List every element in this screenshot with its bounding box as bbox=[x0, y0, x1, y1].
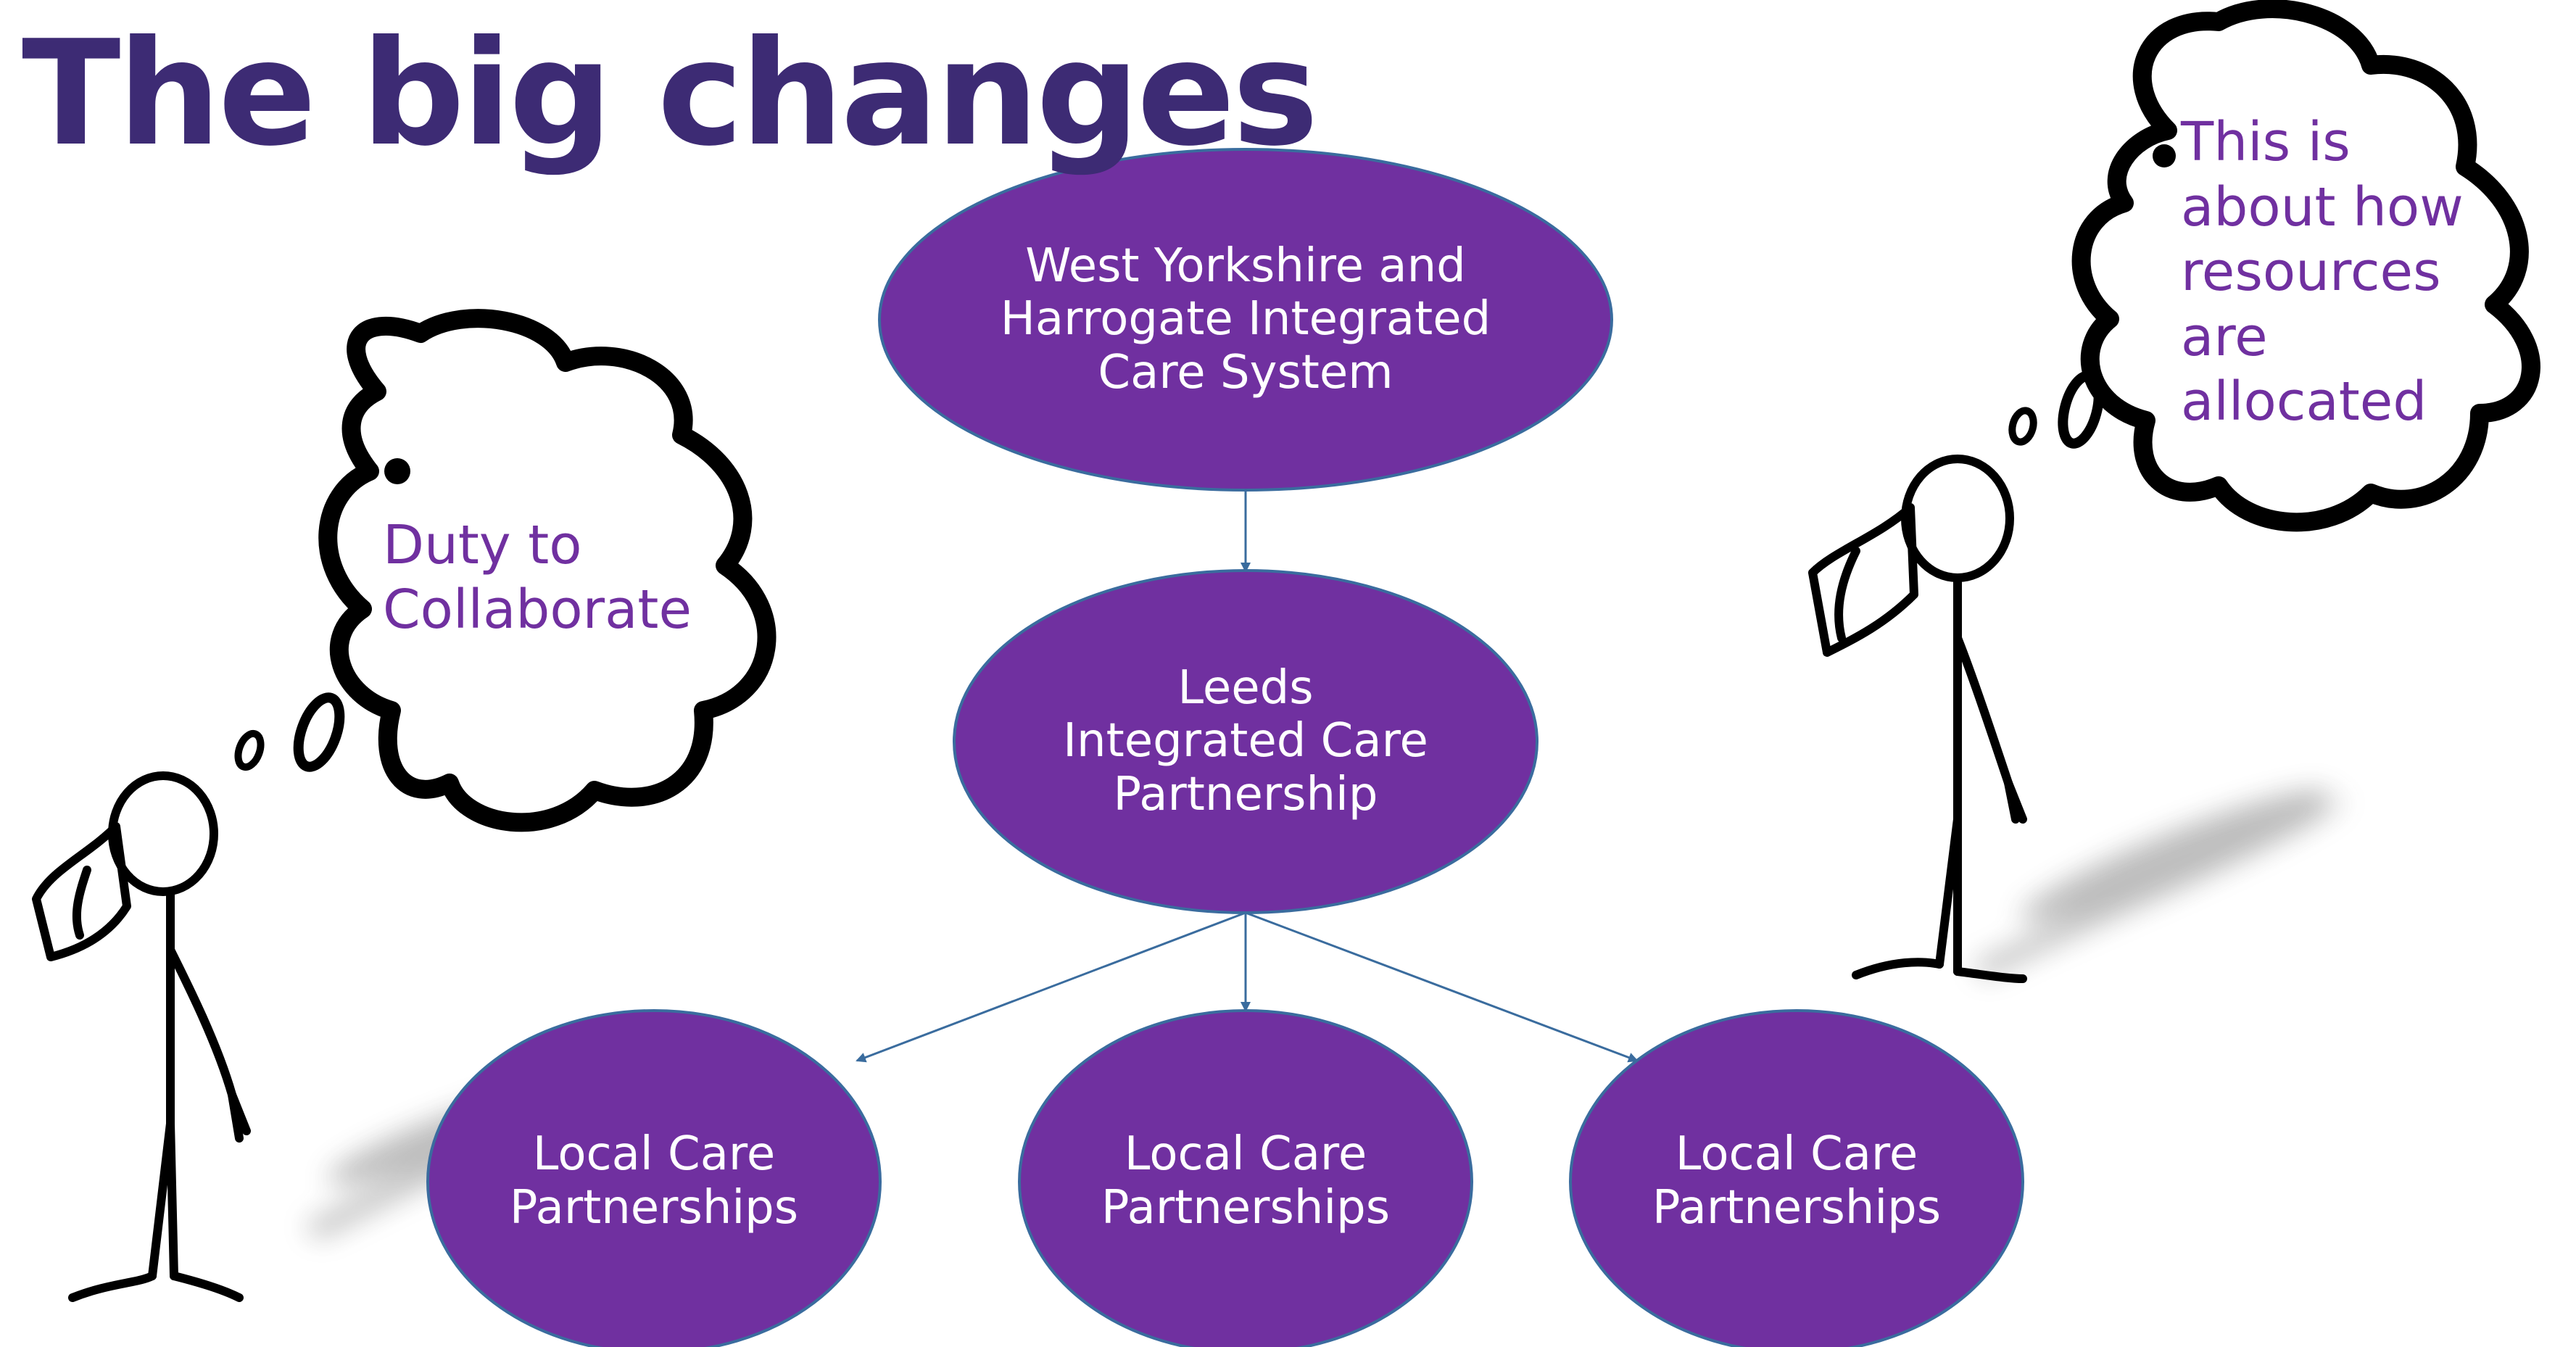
node-label-west-yorkshire: West Yorkshire and Harrogate Integrated … bbox=[1000, 239, 1491, 399]
right-thought-cloud bbox=[2071, 0, 2540, 532]
node-west-yorkshire-ics bbox=[878, 148, 1613, 492]
right-bubble-small-icon bbox=[2008, 407, 2037, 446]
node-label-leeds: Leeds Integrated Care Partnership bbox=[1063, 660, 1428, 821]
left-bubble-large-icon bbox=[293, 692, 345, 772]
node-label-local-care-left: Local Care Partnerships bbox=[509, 1127, 799, 1235]
right-figure-shadow bbox=[1972, 789, 2349, 979]
left-stick-figure-icon bbox=[32, 771, 251, 1302]
left-thought-cloud bbox=[318, 309, 776, 832]
node-local-care-center bbox=[1018, 1009, 1473, 1347]
node-local-care-right bbox=[1569, 1009, 2024, 1347]
node-local-care-left bbox=[426, 1009, 882, 1347]
right-stick-figure-icon bbox=[1808, 455, 2027, 983]
thought-text-left: Duty to Collaborate bbox=[383, 514, 692, 641]
arrow-middle-to-left bbox=[856, 911, 1246, 1063]
thought-text-right: This is about how resources are allocate… bbox=[2181, 111, 2464, 434]
right-cloud-dot bbox=[2153, 144, 2176, 167]
node-leeds-icp bbox=[953, 569, 1538, 914]
page-title: The big changes bbox=[22, 9, 1319, 178]
left-bubble-small-icon bbox=[234, 729, 265, 771]
arrow-middle-to-right bbox=[1245, 911, 1639, 1063]
node-label-local-care-center: Local Care Partnerships bbox=[1101, 1127, 1391, 1235]
right-bubble-large-icon bbox=[2058, 370, 2104, 449]
left-cloud-dot bbox=[384, 458, 410, 484]
node-label-local-care-right: Local Care Partnerships bbox=[1652, 1127, 1942, 1235]
